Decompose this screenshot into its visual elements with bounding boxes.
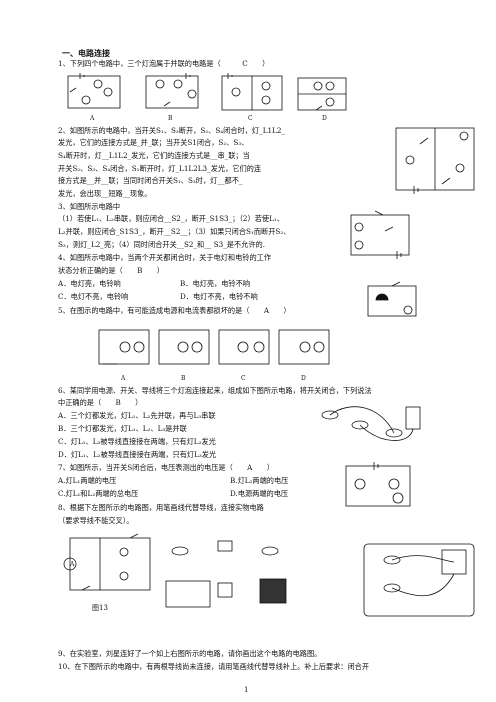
question-6-line-2: 中正确的是（ B ）	[58, 398, 143, 407]
question-4-line-2: 状态分析正确的是（ B ）	[58, 266, 164, 275]
question-8-line-1: 8、根据下左图所示的电路图，用笔画线代替导线，连接实物电路	[58, 503, 264, 512]
q8-schematic-figure: A	[63, 533, 151, 591]
q5-circuit-figures: A B C D	[98, 329, 330, 382]
q6-physical-circuit-figure	[321, 406, 421, 441]
q4-option-c: C．电灯不亮，电铃响	[58, 292, 129, 301]
question-2-line-5: 接方式是__并__联；当同时闭合开关S₁、S₃时，灯__都不_	[58, 176, 243, 185]
q4-circuit-figure	[367, 281, 417, 317]
q7-circuit-figure	[345, 462, 411, 507]
question-4-line-1: 4、如图所示电路中，当两个开关都闭合时，关于电灯和电铃的工作	[58, 253, 272, 262]
q6-option-a: A．三个灯都发光，灯L₁、L₂先并联，再与L₃串联	[58, 411, 216, 420]
question-2-line-4: 开关S₂、S₃、S₄闭合，S₁断开时，灯_L1L2L3_发光，它们的连	[58, 164, 262, 173]
q6-option-b: B．三个灯都发光，灯L₁、L₂、L₃是并联	[58, 424, 187, 433]
q4-option-b: B．电灯亮，电铃不响	[180, 279, 250, 288]
q1-figure-label-d: D	[322, 115, 327, 122]
fig13-caption: 图13	[92, 604, 108, 612]
section-title: 一、电路连接	[62, 49, 110, 58]
question-7: 7、如图所示，当开关S闭合后，电压表测出的电压是（ A ）	[58, 463, 274, 472]
q5-figure-label-d: D	[301, 375, 306, 382]
question-6-line-1: 6、某同学用电源、开关、导线将三个灯泡连接起来，组成如下图所示电路，将开关闭合，…	[58, 386, 372, 395]
q7-option-b: B.灯L₂两端的电压	[230, 476, 289, 485]
q2-circuit-figure	[395, 127, 475, 194]
q1-figure-label-c: C	[248, 115, 253, 122]
q3-circuit-figure	[350, 210, 410, 259]
question-8-line-2: （要求导线不能交叉）。	[58, 516, 134, 525]
q1-figure-label-b: B	[168, 115, 173, 122]
q7-option-d: D.电源两端的电压	[230, 489, 289, 498]
question-3-line-2: L₂并联，则应闭合_S1S3_，断开__S2__；（3）如果只闭合S₁而断开S₂…	[58, 227, 291, 236]
q9-physical-circuit-figure	[363, 543, 475, 617]
question-3-line-3: S₃，则灯_L2_亮；（4）同时闭合开关__S2_和__ S3_是不允许的.	[58, 240, 266, 249]
page-number: 1	[244, 686, 249, 694]
q5-figure-label-c: C	[241, 375, 246, 382]
question-2-line-6: 发光，会出现__短路__现象。	[58, 189, 152, 198]
question-5: 5、在图示的电路中，有可能造成电源和电流表都损坏的是（ A ）	[58, 306, 291, 315]
q1-circuit-figures: A B C D	[67, 73, 347, 122]
q4-option-d: D．电灯不亮，电铃不响	[180, 292, 258, 301]
question-10: 10、在下图所示的电路中，有两根导线尚未连接，请用笔画线代替导线补上。补上后要求…	[58, 662, 370, 671]
q6-option-d: D．灯L₁、L₂被导线直接接在两端，只有灯L₃发光	[58, 450, 217, 459]
question-2-line-1: 2、如图所示的电路中，当开关S₁、S₃断开，S₂、S₄闭合时，灯_L1L2_	[58, 126, 285, 135]
question-3-title: 3、如图所示电路中	[58, 202, 121, 211]
q4-option-a: A．电灯亮，电铃响	[58, 279, 121, 288]
q7-option-c: C.灯L₁和L₂两端的总电压	[58, 489, 139, 498]
q6-option-c: C．灯L₁、L₃被导线直接接在两端，只有灯L₂发光	[58, 437, 216, 446]
q5-figure-label-b: B	[181, 375, 186, 382]
question-2-line-2: 发光，它们的连接方式是_并_联；当开关S1闭合，S₂、S₃、	[58, 138, 249, 147]
q1-figure-label-a: A	[89, 115, 95, 122]
q5-figure-label-a: A	[120, 375, 126, 382]
q7-option-a: A.灯L₁两端的电压	[58, 476, 117, 485]
svg-text:A: A	[69, 561, 75, 568]
question-2-line-3: S₄断开时，灯__L1L2_发光，它们的连接方式是__串_联；当	[58, 151, 250, 160]
question-1: 1、下列四个电路中，三个灯泡属于并联的电路是（ C ）	[58, 59, 270, 68]
q8-components-figure	[165, 540, 287, 608]
question-9: 9、在实验室，刘星连好了一个如上右图所示的电路，请你画出这个电路的电路图。	[58, 649, 322, 658]
question-3-line-1: （1）若使L₁、L₂串联，则应闭合__S2_，断开_S1S3_；（2）若使L₁、	[58, 214, 284, 223]
